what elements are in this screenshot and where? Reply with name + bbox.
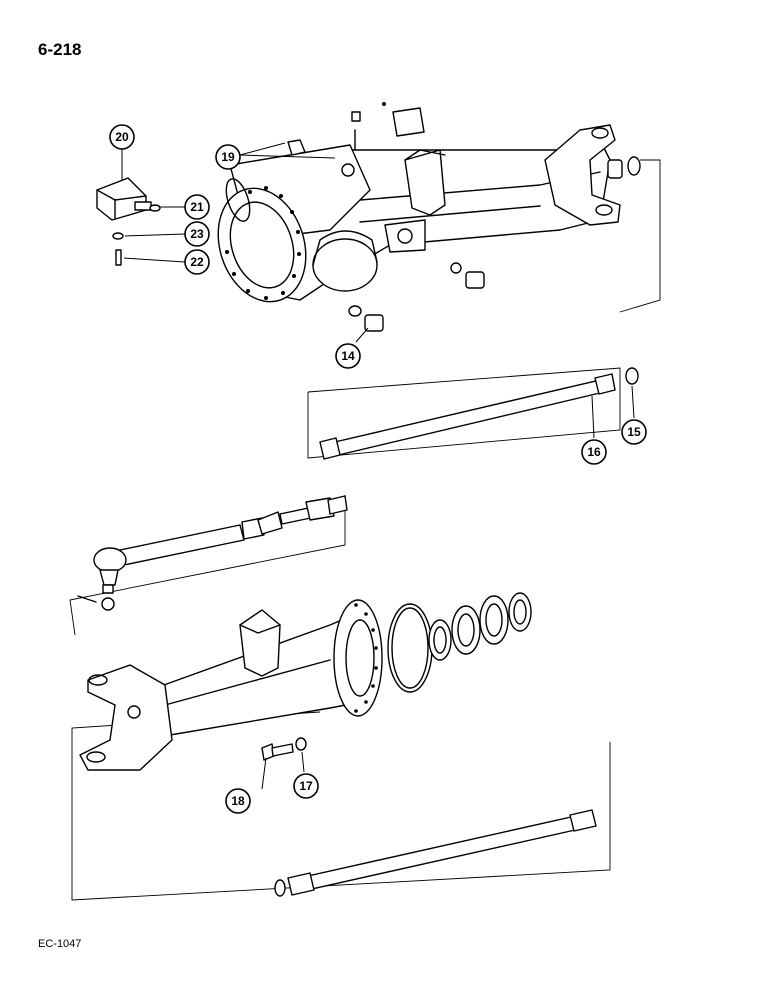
svg-text:20: 20 [115,130,129,144]
callout-17: 17 [293,773,319,799]
flange-bolt-holes [225,186,301,300]
document-code: EC-1047 [38,938,82,950]
upper-half-shaft [319,367,639,460]
svg-text:23: 23 [190,227,204,241]
lower-flange-bolt-holes [354,603,378,713]
callout-15: 15 [621,419,647,445]
callout-18: 18 [225,788,251,814]
svg-text:17: 17 [299,779,313,793]
upper-loose-parts [287,102,641,332]
page-number: 6-218 [38,40,82,59]
lower-axle-housing [79,599,383,771]
callout-19: 19 [215,144,241,170]
svg-text:15: 15 [627,425,641,439]
svg-text:16: 16 [587,445,601,459]
sensor-block [96,177,161,266]
bearings-and-seals [387,592,532,693]
lower-half-shaft [274,809,597,897]
svg-text:14: 14 [341,349,355,363]
svg-text:19: 19 [221,150,235,164]
callout-20: 20 [109,124,135,150]
callout-21: 21 [184,194,210,220]
callout-14: 14 [335,343,361,369]
svg-text:18: 18 [231,794,245,808]
bolt-and-washer [261,737,307,761]
svg-text:21: 21 [190,200,204,214]
callout-16: 16 [581,439,607,465]
callout-leaders [121,142,635,790]
callout-23: 23 [184,221,210,247]
callout-22: 22 [184,249,210,275]
tie-rod-assembly [77,495,348,611]
svg-text:22: 22 [190,255,204,269]
upper-axle-housing [217,124,621,303]
